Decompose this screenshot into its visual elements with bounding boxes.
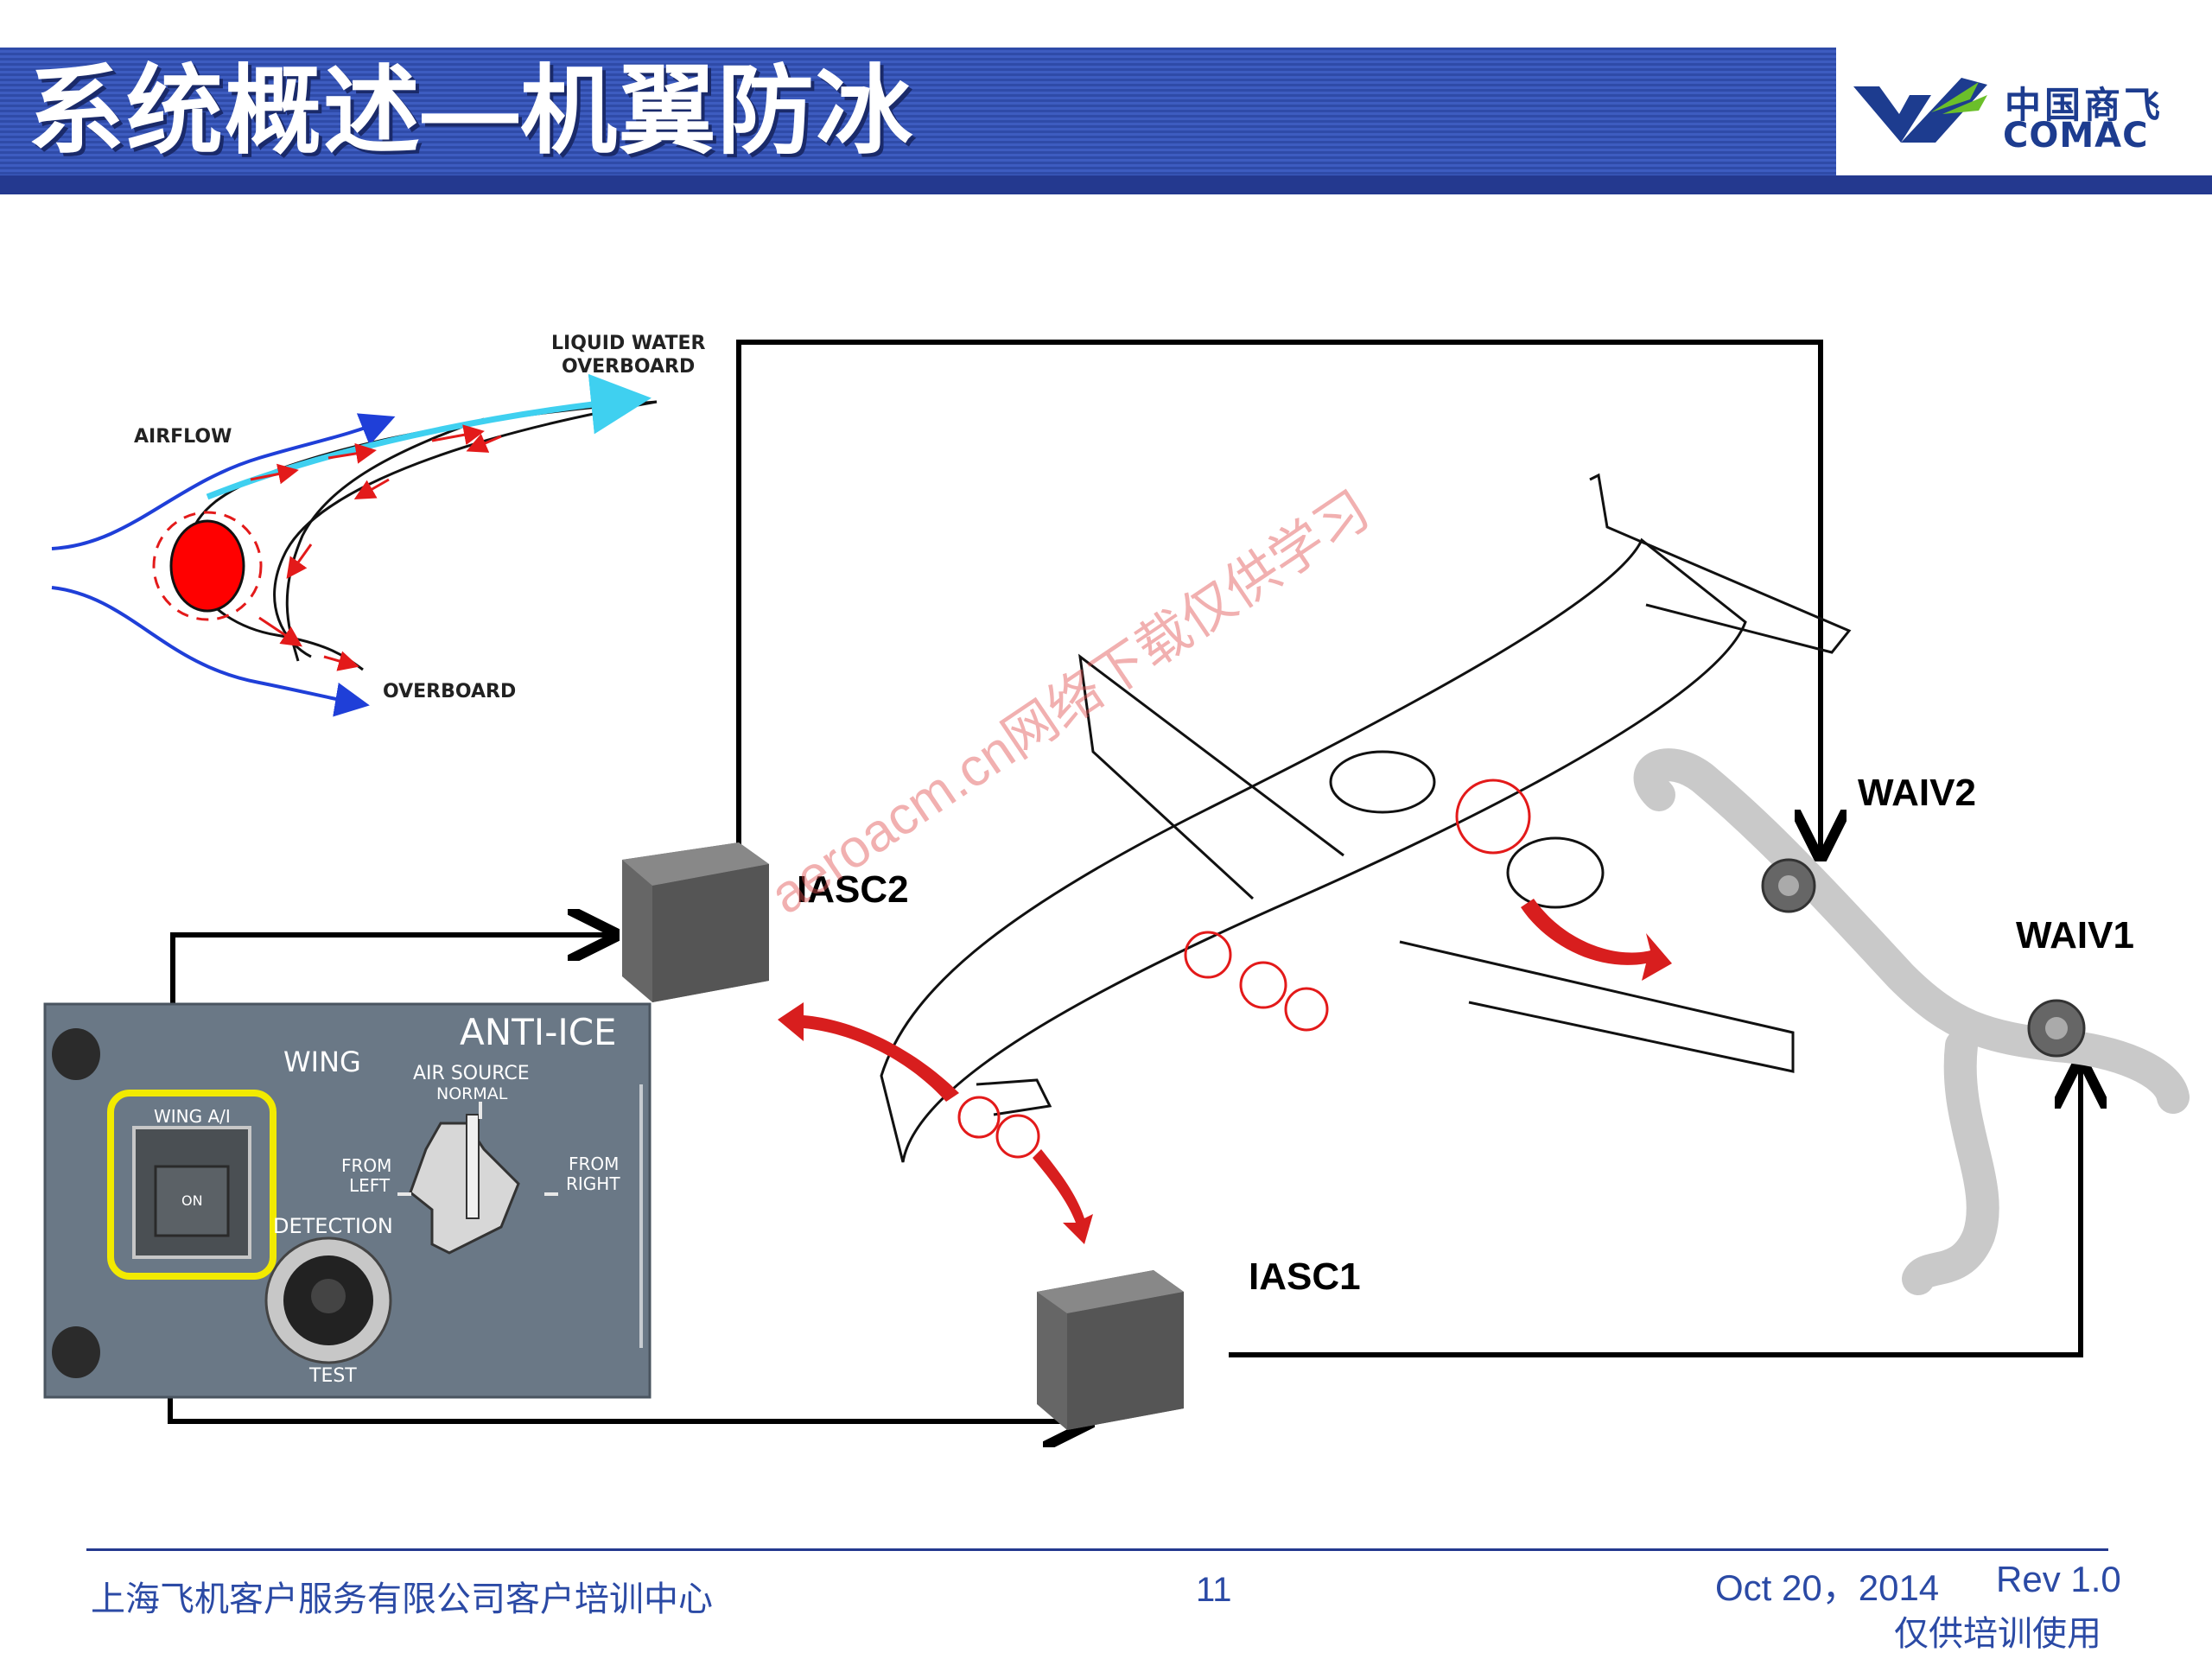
title-underline <box>0 175 2212 194</box>
from-left-label-2: LEFT <box>349 1175 391 1196</box>
bleed-duct <box>1633 748 2190 1295</box>
footer-divider <box>86 1548 2108 1551</box>
overboard-bottom-label: OVERBOARD <box>383 681 517 702</box>
footer-date: Oct 20，2014 <box>1715 1567 1940 1608</box>
logo-english-name: COMAC <box>2003 116 2149 156</box>
signal-lines <box>168 340 2081 1421</box>
waiv2-valve-icon <box>1761 858 1816 913</box>
page-title: 系统概述—机翼防冰 <box>28 57 914 165</box>
logo-chinese-name: 中国商飞 <box>2005 84 2164 126</box>
exhaust-arrows <box>778 899 1672 1244</box>
air-source-label: AIR SOURCE <box>413 1063 530 1084</box>
footer-revision: Rev 1.0 <box>1996 1559 2121 1599</box>
iasc2-box <box>622 842 769 1002</box>
waiv2-label: WAIV2 <box>1858 772 1976 814</box>
airflow-label: AIRFLOW <box>134 426 232 448</box>
overboard-top-label: OVERBOARD <box>562 356 696 378</box>
anti-ice-panel <box>43 1002 652 1399</box>
iasc1-label: IASC1 <box>1249 1255 1361 1298</box>
page-number: 11 <box>1196 1571 1232 1609</box>
wing-ai-on-label: ON <box>181 1192 203 1209</box>
airfoil-section <box>51 373 658 717</box>
panel-title: ANTI-ICE <box>460 1011 617 1053</box>
aircraft-outline <box>880 473 1852 1163</box>
from-left-label-1: FROM <box>341 1155 392 1176</box>
test-label: TEST <box>309 1365 357 1387</box>
from-right-label-2: RIGHT <box>566 1173 620 1194</box>
iasc2-label: IASC2 <box>797 868 909 911</box>
panel-wing-label: WING <box>283 1046 361 1078</box>
footer-organization: 上海飞机客户服务有限公司客户培训中心 <box>91 1580 713 1619</box>
anti-ice-valve-circles <box>957 779 1531 1159</box>
footer-training-note: 仅供培训使用 <box>1894 1614 2101 1654</box>
title-bar <box>0 48 1836 175</box>
detection-label: DETECTION <box>273 1214 393 1238</box>
comac-logo-icon <box>1853 78 1987 143</box>
wing-ai-label: WING A/I <box>154 1106 231 1127</box>
iasc1-box <box>1037 1270 1184 1430</box>
waiv1-valve-icon <box>2027 999 2086 1058</box>
waiv1-label: WAIV1 <box>2016 914 2134 957</box>
air-source-normal-label: NORMAL <box>436 1084 508 1103</box>
from-right-label-1: FROM <box>569 1154 620 1174</box>
liquid-water-label: LIQUID WATER <box>551 333 706 354</box>
